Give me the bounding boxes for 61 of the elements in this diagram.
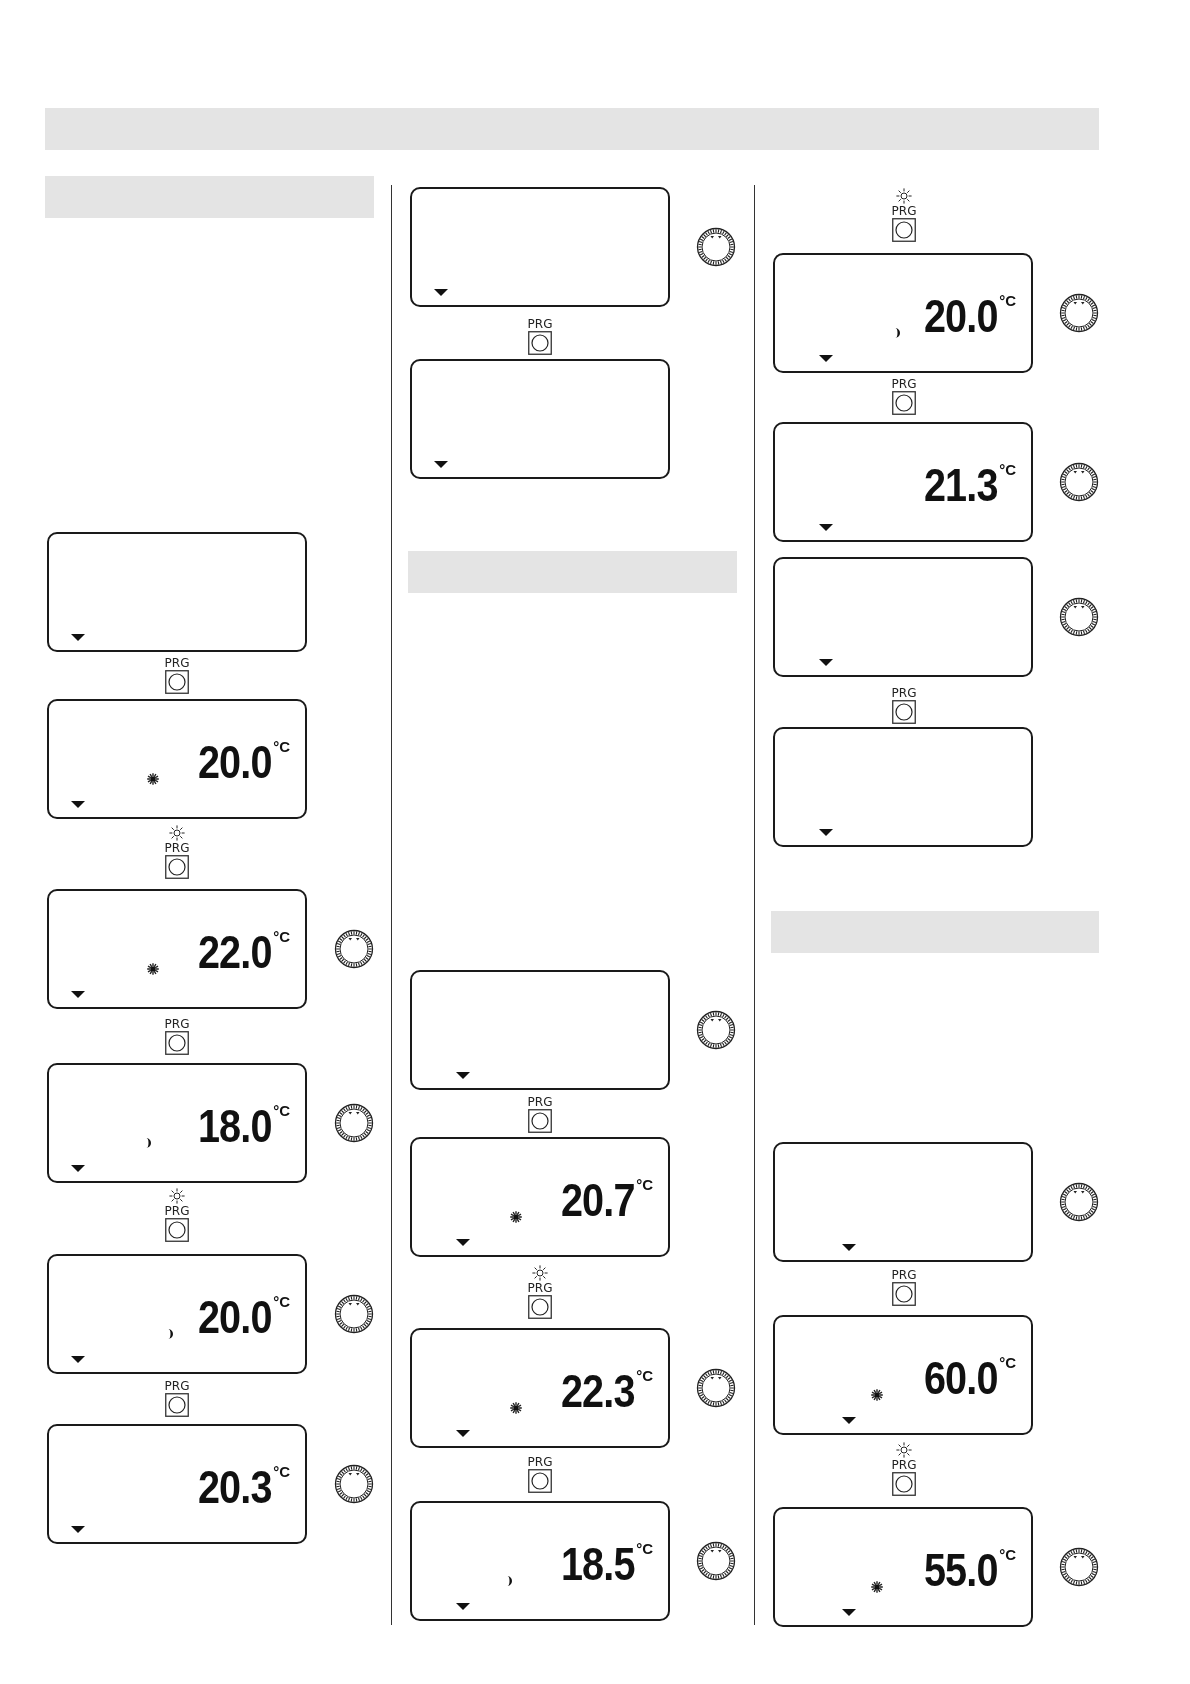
lcd-display	[773, 727, 1033, 847]
lcd-display	[47, 532, 307, 652]
unit-label: °C	[636, 1541, 653, 1556]
lcd-display	[773, 1507, 1033, 1627]
lcd-display	[410, 1137, 670, 1257]
temperature-reading: 60.0	[924, 1355, 998, 1401]
temperature-reading: 21.3	[924, 462, 998, 508]
button-label: PRG	[164, 1380, 190, 1393]
lcd-display	[410, 1328, 670, 1448]
lcd-display	[47, 699, 307, 819]
lcd-display	[773, 1315, 1033, 1435]
button-label: PRG	[527, 1282, 553, 1295]
lcd-display	[410, 970, 670, 1090]
lcd-display	[47, 1063, 307, 1183]
unit-label: °C	[999, 1355, 1016, 1370]
button-label: PRG	[891, 378, 917, 391]
button-label: PRG	[891, 687, 917, 700]
unit-label: °C	[273, 1464, 290, 1479]
lcd-display	[773, 422, 1033, 542]
button-label: PRG	[527, 318, 553, 331]
unit-label: °C	[999, 1547, 1016, 1562]
temperature-reading: 20.3	[198, 1464, 272, 1510]
lcd-display	[773, 253, 1033, 373]
temperature-reading: 18.0	[198, 1103, 272, 1149]
temperature-reading: 18.5	[561, 1541, 635, 1587]
temperature-reading: 22.0	[198, 929, 272, 975]
heading-bar	[45, 176, 374, 218]
button-label: PRG	[164, 1205, 190, 1218]
unit-label: °C	[636, 1368, 653, 1383]
unit-label: °C	[273, 929, 290, 944]
button-label: PRG	[164, 657, 190, 670]
temperature-reading: 20.0	[924, 293, 998, 339]
temperature-reading: 20.7	[561, 1177, 635, 1223]
unit-label: °C	[273, 1294, 290, 1309]
lcd-display	[47, 889, 307, 1009]
button-label: PRG	[527, 1456, 553, 1469]
lcd-display	[773, 557, 1033, 677]
unit-label: °C	[273, 739, 290, 754]
lcd-display	[410, 359, 670, 479]
temperature-reading: 55.0	[924, 1547, 998, 1593]
heading-bar	[771, 911, 1099, 953]
lcd-display	[410, 1501, 670, 1621]
temperature-reading: 22.3	[561, 1368, 635, 1414]
unit-label: °C	[273, 1103, 290, 1118]
lcd-display	[47, 1424, 307, 1544]
lcd-display	[410, 187, 670, 307]
button-label: PRG	[164, 1018, 190, 1031]
temperature-reading: 20.0	[198, 1294, 272, 1340]
button-label: PRG	[891, 1459, 917, 1472]
unit-label: °C	[999, 462, 1016, 477]
unit-label: °C	[636, 1177, 653, 1192]
temperature-reading: 20.0	[198, 739, 272, 785]
heading-bar	[408, 551, 737, 593]
button-label: PRG	[527, 1096, 553, 1109]
button-label: PRG	[164, 842, 190, 855]
unit-label: °C	[999, 293, 1016, 308]
button-label: PRG	[891, 205, 917, 218]
button-label: PRG	[891, 1269, 917, 1282]
heading-bar	[45, 108, 1099, 150]
lcd-display	[773, 1142, 1033, 1262]
lcd-display	[47, 1254, 307, 1374]
